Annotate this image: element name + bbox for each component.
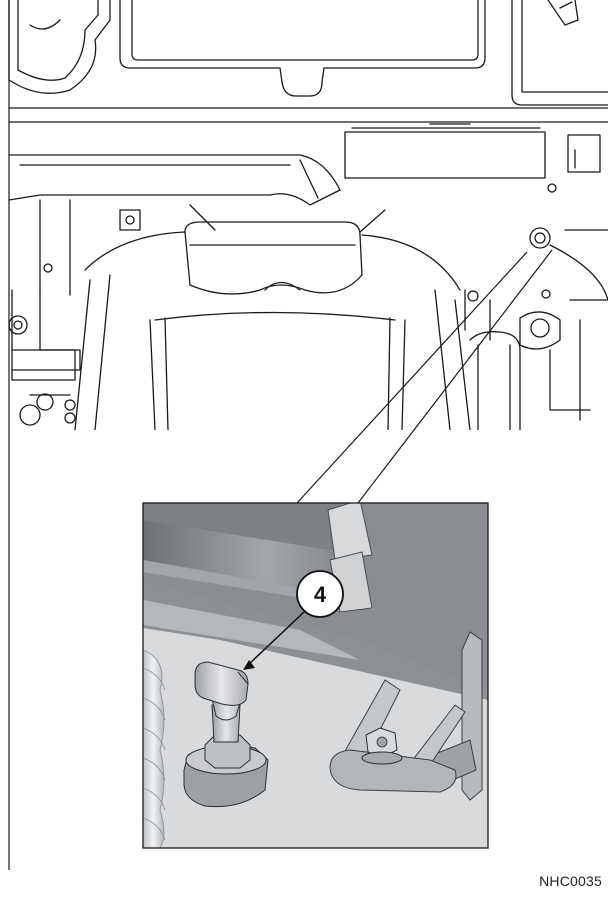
callout-4: 4	[296, 570, 344, 618]
spring	[143, 649, 166, 848]
detail-inset-frame	[142, 502, 489, 849]
overview-drawing	[8, 0, 608, 430]
detail-pointer-lines	[296, 249, 553, 504]
thumbscrew-knob	[183, 661, 269, 808]
callout-number: 4	[314, 582, 327, 607]
figure-id-label: NHC0035	[539, 873, 602, 889]
detail-inset	[143, 503, 488, 848]
callout-leader	[243, 611, 305, 670]
